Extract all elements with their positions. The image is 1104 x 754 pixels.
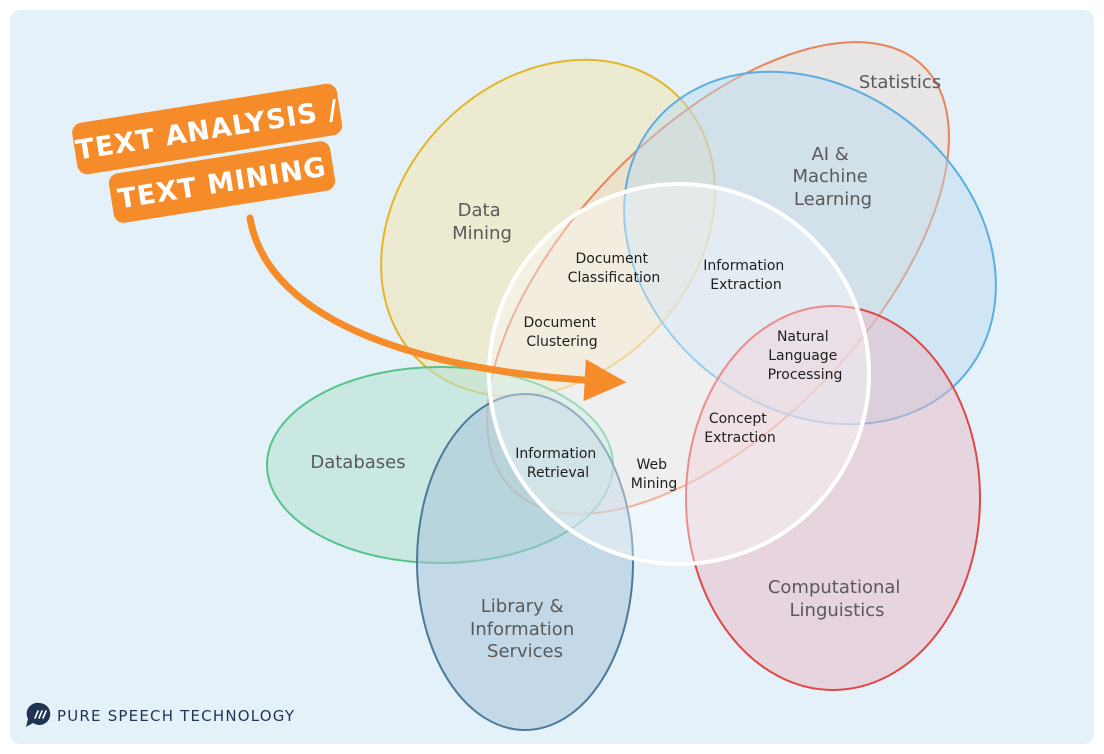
computational-linguistics-ellipse — [685, 305, 981, 691]
text-mining-circle — [487, 182, 871, 566]
information-extraction-label: Information Extraction — [703, 258, 789, 293]
databases-label: Databases — [310, 452, 405, 473]
computational-linguistics-label: Computational Linguistics — [768, 577, 906, 621]
web-mining-label: Web Mining — [631, 457, 678, 492]
library-ellipse — [416, 393, 634, 731]
nlp-label: Natural Language Processing — [768, 329, 843, 383]
banner-box-top — [72, 83, 343, 175]
statistics-label: Statistics — [859, 72, 941, 93]
concept-extraction-label: Concept Extraction — [704, 411, 775, 446]
data-mining-ellipse — [380, 58, 716, 398]
ai-ml-label: AI & Machine Learning — [792, 144, 873, 210]
banner-box-bottom — [108, 141, 336, 223]
library-label: Library & Information Services — [470, 596, 580, 662]
brand-name: PURE SPEECH TECHNOLOGY — [57, 707, 295, 725]
brand-logo: PURE SPEECH TECHNOLOGY — [26, 702, 295, 727]
data-mining-label: Data Mining — [452, 200, 512, 244]
text-analysis-banner: TEXT ANALYSIS / TEXT MINING — [72, 83, 343, 223]
speech-bubble-icon — [26, 702, 51, 727]
document-classification-label: Document Classification — [568, 251, 661, 286]
document-clustering-label: Document Clustering — [524, 315, 601, 350]
information-retrieval-label: Information Retrieval — [515, 446, 601, 481]
arrow-to-text-mining — [246, 214, 627, 402]
